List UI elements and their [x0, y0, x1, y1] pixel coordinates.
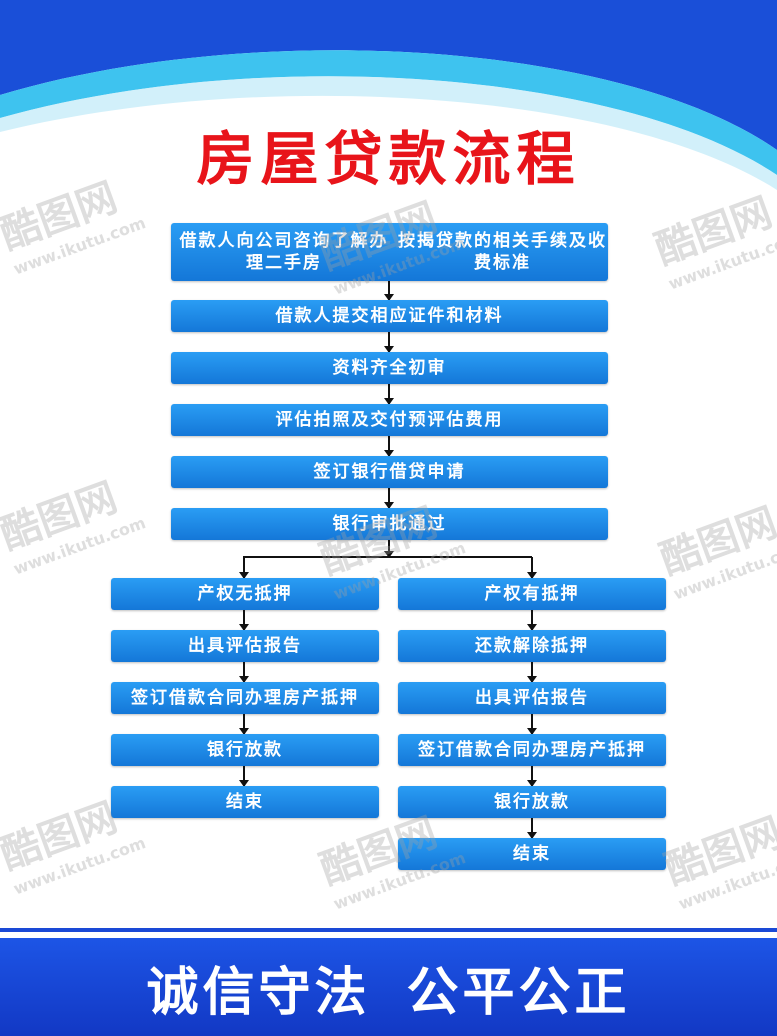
flow-arrow [527, 662, 537, 683]
main-step-5-label: 签订银行借贷申请 [313, 462, 466, 482]
flow-arrow [527, 714, 537, 735]
flow-arrow [384, 281, 394, 301]
main-step-1-label: 按揭贷款的相关手续及收费标准 [398, 231, 608, 273]
left-step-1: 产权无抵押 [111, 578, 379, 610]
left-step-1-label: 产权无抵押 [197, 584, 293, 604]
flow-arrow [527, 766, 537, 787]
main-step-2-label: 借款人提交相应证件和材料 [275, 306, 504, 326]
watermark-logo-text: 酷图网 [654, 499, 777, 584]
footer-slogan-right: 公平公正 [406, 962, 631, 1023]
watermark-url: www.ikutu.com [670, 538, 777, 604]
flow-arrow [527, 557, 537, 579]
right-step-5: 银行放款 [398, 786, 666, 818]
right-step-4: 签订借款合同办理房产抵押 [398, 734, 666, 766]
flow-arrow [239, 766, 249, 787]
branch-line [243, 556, 532, 558]
left-step-2-label: 出具评估报告 [188, 636, 302, 656]
main-step-4-label: 评估拍照及交付预评估费用 [275, 410, 504, 430]
main-step-6-label: 银行审批通过 [332, 514, 447, 534]
flow-arrow [239, 610, 249, 631]
main-step-6: 银行审批通过 [171, 508, 608, 540]
header-wave-background [0, 0, 777, 190]
left-step-5-label: 结束 [226, 792, 264, 812]
flow-arrow [239, 714, 249, 735]
watermark-logo-text: 酷图网 [0, 474, 123, 559]
page-title: 房屋贷款流程 [196, 125, 581, 193]
watermark-logo-text: 酷图网 [659, 809, 777, 894]
main-step-3: 资料齐全初审 [171, 352, 608, 384]
right-step-3-label: 出具评估报告 [475, 688, 589, 708]
main-step-1: 借款人向公司咨询了解办理二手房按揭贷款的相关手续及收费标准 [171, 223, 608, 281]
main-step-4: 评估拍照及交付预评估费用 [171, 404, 608, 436]
right-step-4-label: 签订借款合同办理房产抵押 [418, 740, 646, 760]
flow-arrow [239, 557, 249, 579]
right-step-1-label: 产权有抵押 [484, 584, 580, 604]
watermark-url: www.ikutu.com [10, 833, 149, 899]
right-step-5-label: 银行放款 [494, 792, 570, 812]
flow-arrow [384, 384, 394, 405]
watermark-url: www.ikutu.com [665, 228, 777, 294]
main-step-3-label: 资料齐全初审 [332, 358, 447, 378]
left-step-4: 银行放款 [111, 734, 379, 766]
watermark-url: www.ikutu.com [10, 513, 149, 579]
watermark-url: www.ikutu.com [10, 213, 149, 279]
footer-divider [0, 928, 777, 932]
right-step-6: 结束 [398, 838, 666, 870]
main-step-5: 签订银行借贷申请 [171, 456, 608, 488]
main-step-2: 借款人提交相应证件和材料 [171, 300, 608, 332]
flow-arrow [384, 332, 394, 353]
right-step-2-label: 还款解除抵押 [475, 636, 589, 656]
left-step-5: 结束 [111, 786, 379, 818]
main-step-1-label: 借款人向公司咨询了解办理二手房 [179, 231, 389, 273]
watermark-url: www.ikutu.com [675, 848, 777, 914]
right-step-6-label: 结束 [513, 844, 551, 864]
left-step-3: 签订借款合同办理房产抵押 [111, 682, 379, 714]
flow-arrow [384, 540, 394, 558]
left-step-4-label: 银行放款 [207, 740, 283, 760]
flow-arrow [527, 818, 537, 839]
left-step-3-label: 签订借款合同办理房产抵押 [131, 688, 359, 708]
flow-arrow [527, 610, 537, 631]
right-step-2: 还款解除抵押 [398, 630, 666, 662]
flow-arrow [384, 436, 394, 457]
right-step-3: 出具评估报告 [398, 682, 666, 714]
footer-banner: 诚信守法 公平公正 [0, 938, 777, 1036]
left-step-2: 出具评估报告 [111, 630, 379, 662]
right-step-1: 产权有抵押 [398, 578, 666, 610]
footer-slogan-left: 诚信守法 [146, 962, 371, 1023]
flow-arrow [239, 662, 249, 683]
flow-arrow [384, 488, 394, 509]
